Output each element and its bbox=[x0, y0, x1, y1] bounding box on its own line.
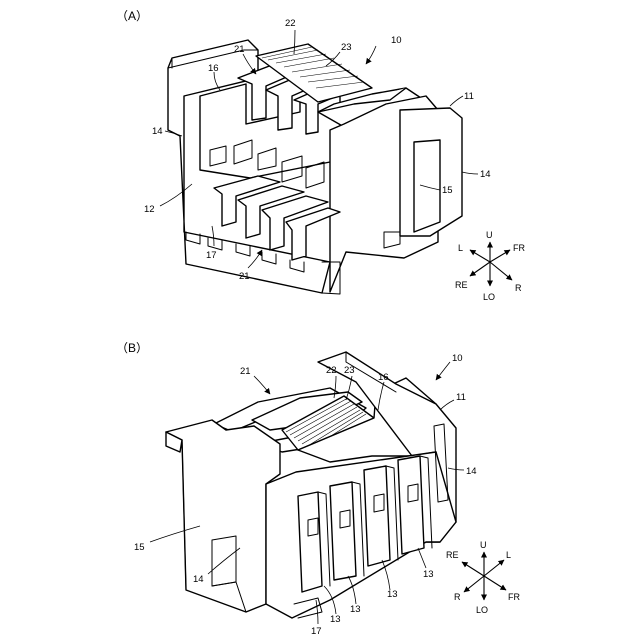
panel-b-caption: （B） bbox=[116, 341, 148, 355]
label-17: 17 bbox=[311, 626, 322, 637]
compass-b-r: R bbox=[454, 592, 461, 602]
compass-b-u: U bbox=[480, 540, 487, 550]
label-10: 10 bbox=[391, 35, 402, 46]
label-10: 10 bbox=[452, 353, 463, 364]
label-13-b: 13 bbox=[350, 604, 361, 615]
label-16: 16 bbox=[208, 63, 219, 74]
direction-compass-a: U LO FR RE L R bbox=[455, 230, 525, 302]
label-23: 23 bbox=[344, 365, 355, 376]
panel-a-caption: （A） bbox=[116, 9, 148, 23]
label-21-lower: 21 bbox=[239, 271, 250, 282]
label-13-d: 13 bbox=[423, 569, 434, 580]
label-21-upper: 21 bbox=[234, 44, 245, 55]
compass-a-l: L bbox=[458, 243, 463, 253]
compass-a-fr: FR bbox=[513, 243, 525, 253]
label-21: 21 bbox=[240, 366, 251, 377]
compass-a-u: U bbox=[486, 230, 493, 240]
label-11: 11 bbox=[456, 392, 466, 403]
label-14-left: 14 bbox=[152, 126, 163, 137]
compass-b-re: RE bbox=[446, 550, 459, 560]
label-22: 22 bbox=[326, 365, 337, 376]
label-16: 16 bbox=[378, 372, 389, 383]
label-13-a: 13 bbox=[330, 614, 341, 625]
label-14-right: 14 bbox=[480, 169, 491, 180]
label-15: 15 bbox=[442, 185, 453, 196]
compass-a-lo: LO bbox=[483, 292, 495, 302]
panel-b: （B） bbox=[116, 341, 520, 637]
compass-a-re: RE bbox=[455, 280, 468, 290]
compass-b-l: L bbox=[506, 550, 511, 560]
label-15: 15 bbox=[134, 542, 145, 553]
panel-a: （A） bbox=[116, 9, 525, 302]
label-17: 17 bbox=[206, 250, 217, 261]
label-11: 11 bbox=[464, 91, 474, 102]
label-14-left: 14 bbox=[193, 574, 204, 585]
label-23: 23 bbox=[341, 42, 352, 53]
connector-drawing-b bbox=[166, 352, 456, 618]
label-13-c: 13 bbox=[387, 589, 398, 600]
label-14-right: 14 bbox=[466, 466, 477, 477]
direction-compass-b: U LO FR RE L R bbox=[446, 540, 520, 615]
label-22: 22 bbox=[285, 18, 296, 29]
compass-a-r: R bbox=[515, 283, 522, 293]
compass-b-lo: LO bbox=[476, 605, 488, 615]
label-12: 12 bbox=[144, 204, 155, 215]
compass-b-fr: FR bbox=[508, 592, 520, 602]
